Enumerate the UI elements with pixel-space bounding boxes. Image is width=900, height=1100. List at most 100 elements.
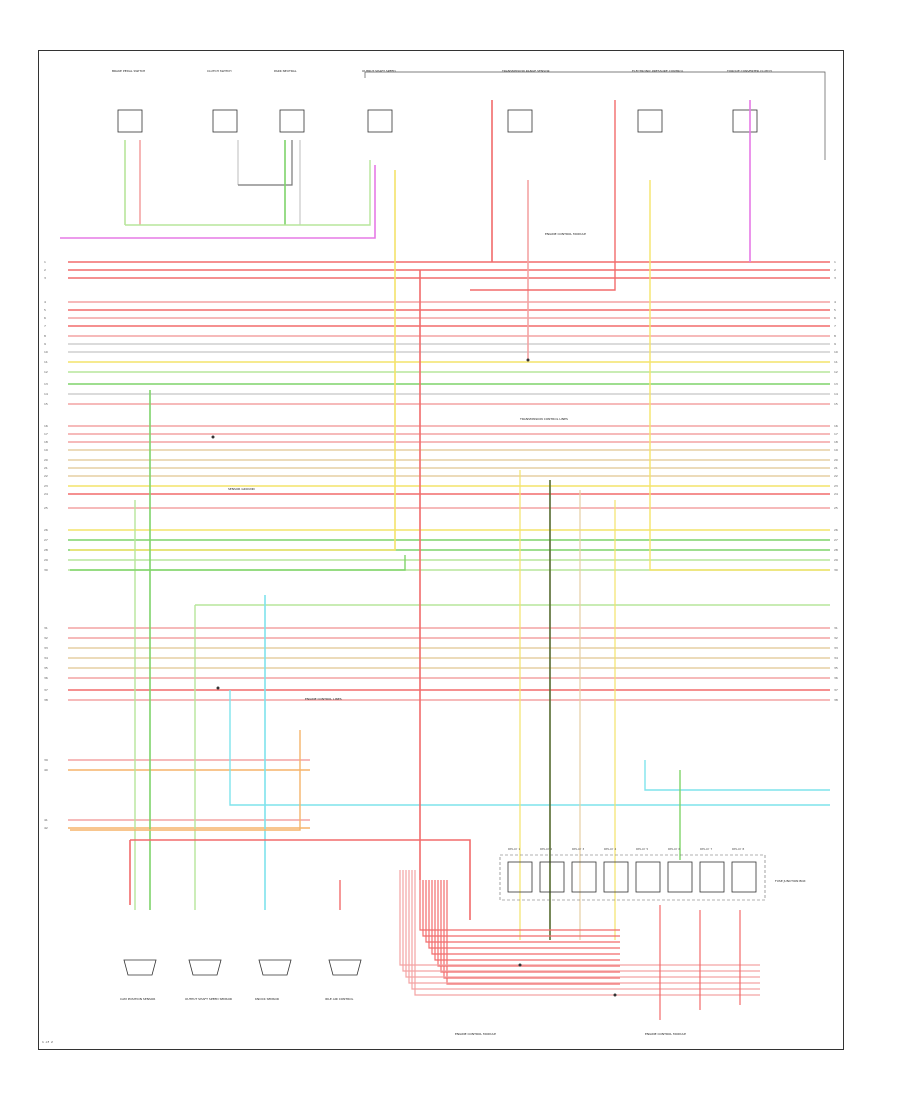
fan-wire [422,880,620,937]
relay-label: RELAY 2 [540,847,552,851]
fan-wire [443,880,620,979]
pin-number-right: 29 [834,558,838,562]
pin-number-right: 36 [834,676,838,680]
note-label: TRANSMISSION CONTROL LINES [519,417,568,421]
relay-block [499,854,766,901]
pin-number-right: 1 [834,260,836,264]
fan-wire [428,880,620,949]
fan-wire [402,870,760,972]
relay-icon [507,861,533,893]
pin-number-left: 38 [44,698,48,702]
pin-number-left: 35 [44,666,48,670]
pin-number-left: 30 [44,568,48,572]
pin-number-left: 4 [44,300,46,304]
component-sensor-icon [258,959,292,976]
relay-icon [667,861,693,893]
fan-wire [425,880,620,943]
top-component-label: OUTPUT SHAFT SPEED [362,69,396,73]
bottom-component-label: OUTPUT SHAFT SPEED SENSOR [185,997,232,1001]
pin-number-left: 5 [44,308,46,312]
component-sensor-icon [367,109,393,133]
pin-number-right: 9 [834,342,836,346]
relay-block-label: FUSE JUNCTION BOX [775,879,806,883]
component-switch-icon [117,109,143,133]
pin-number-left: 3 [44,276,46,280]
relay-icon [699,861,725,893]
fan-wire [408,870,760,984]
top-component-label: PARK NEUTRAL [274,69,297,73]
vertical-wire [70,555,406,571]
fan-wire [446,880,620,985]
relay-icon [571,861,597,893]
relay-icon [731,861,757,893]
note-label: ENGINE CONTROL MODULE [545,232,586,236]
top-component-label: TORQUE CONVERTER CLUTCH [726,69,772,73]
vertical-wire [70,730,301,831]
note-label: SENSOR GROUND [228,487,256,491]
pin-number-right: 24 [834,492,838,496]
pin-number-right: 33 [834,646,838,650]
pin-number-left: 12 [44,370,48,374]
component-switch-icon [279,109,305,133]
drop-wire [470,100,616,291]
bottom-component-label: IDLE AIR CONTROL [325,997,354,1001]
note-label: ENGINE CONTROL LINES [305,697,342,701]
pin-number-left: 9 [44,342,46,346]
relay-label: RELAY 5 [636,847,648,851]
pin-number-left: 31 [44,626,48,630]
drop-wire [238,140,293,186]
relay-icon [635,861,661,893]
pin-number-left: 24 [44,492,48,496]
pin-number-left: 33 [44,646,48,650]
fan-wire [399,870,760,966]
pin-number-right: 4 [834,300,836,304]
splice-point [613,993,617,997]
pin-number-right: 32 [834,636,838,640]
relay-label: RELAY 4 [604,847,616,851]
pin-number-right: 18 [834,440,838,444]
component-solenoid-icon [732,109,758,133]
pin-number-left: 10 [44,350,48,354]
component-sensor-icon [188,959,222,976]
pin-number-left: 36 [44,676,48,680]
fan-wire [411,870,760,990]
relay-label: RELAY 1 [508,847,520,851]
pin-number-right: 7 [834,324,836,328]
fan-wire [431,880,620,955]
pin-number-right: 34 [834,656,838,660]
pin-number-left: 6 [44,316,46,320]
pin-number-left: 40 [44,768,48,772]
pin-number-left: 13 [44,382,48,386]
pin-number-left: 42 [44,826,48,830]
component-sensor-icon [123,959,157,976]
drop-wire [70,170,396,551]
pin-number-left: 21 [44,466,48,470]
pin-number-right: 21 [834,466,838,470]
pin-number-left: 19 [44,448,48,452]
vertical-wire [644,760,830,791]
pin-number-left: 29 [44,558,48,562]
pin-number-left: 25 [44,506,48,510]
pin-number-right: 35 [834,666,838,670]
fan-wire [440,880,620,973]
pin-number-left: 16 [44,424,48,428]
pin-number-right: 17 [834,432,838,436]
pin-number-right: 31 [834,626,838,630]
pin-number-right: 38 [834,698,838,702]
pin-number-right: 37 [834,688,838,692]
fan-wire [437,880,620,967]
pin-number-right: 8 [834,334,836,338]
splice-point [518,963,522,967]
pin-number-left: 32 [44,636,48,640]
top-component-label: ELECTRONIC PRESSURE CONTROL [632,69,684,73]
relay-label: RELAY 6 [668,847,680,851]
fan-wire [405,870,760,978]
pin-number-left: 15 [44,402,48,406]
pin-number-right: 25 [834,506,838,510]
component-sensor-icon [507,109,533,133]
pin-number-right: 11 [834,360,838,364]
drop-wire [60,165,376,239]
relay-icon [603,861,629,893]
pin-number-right: 10 [834,350,838,354]
